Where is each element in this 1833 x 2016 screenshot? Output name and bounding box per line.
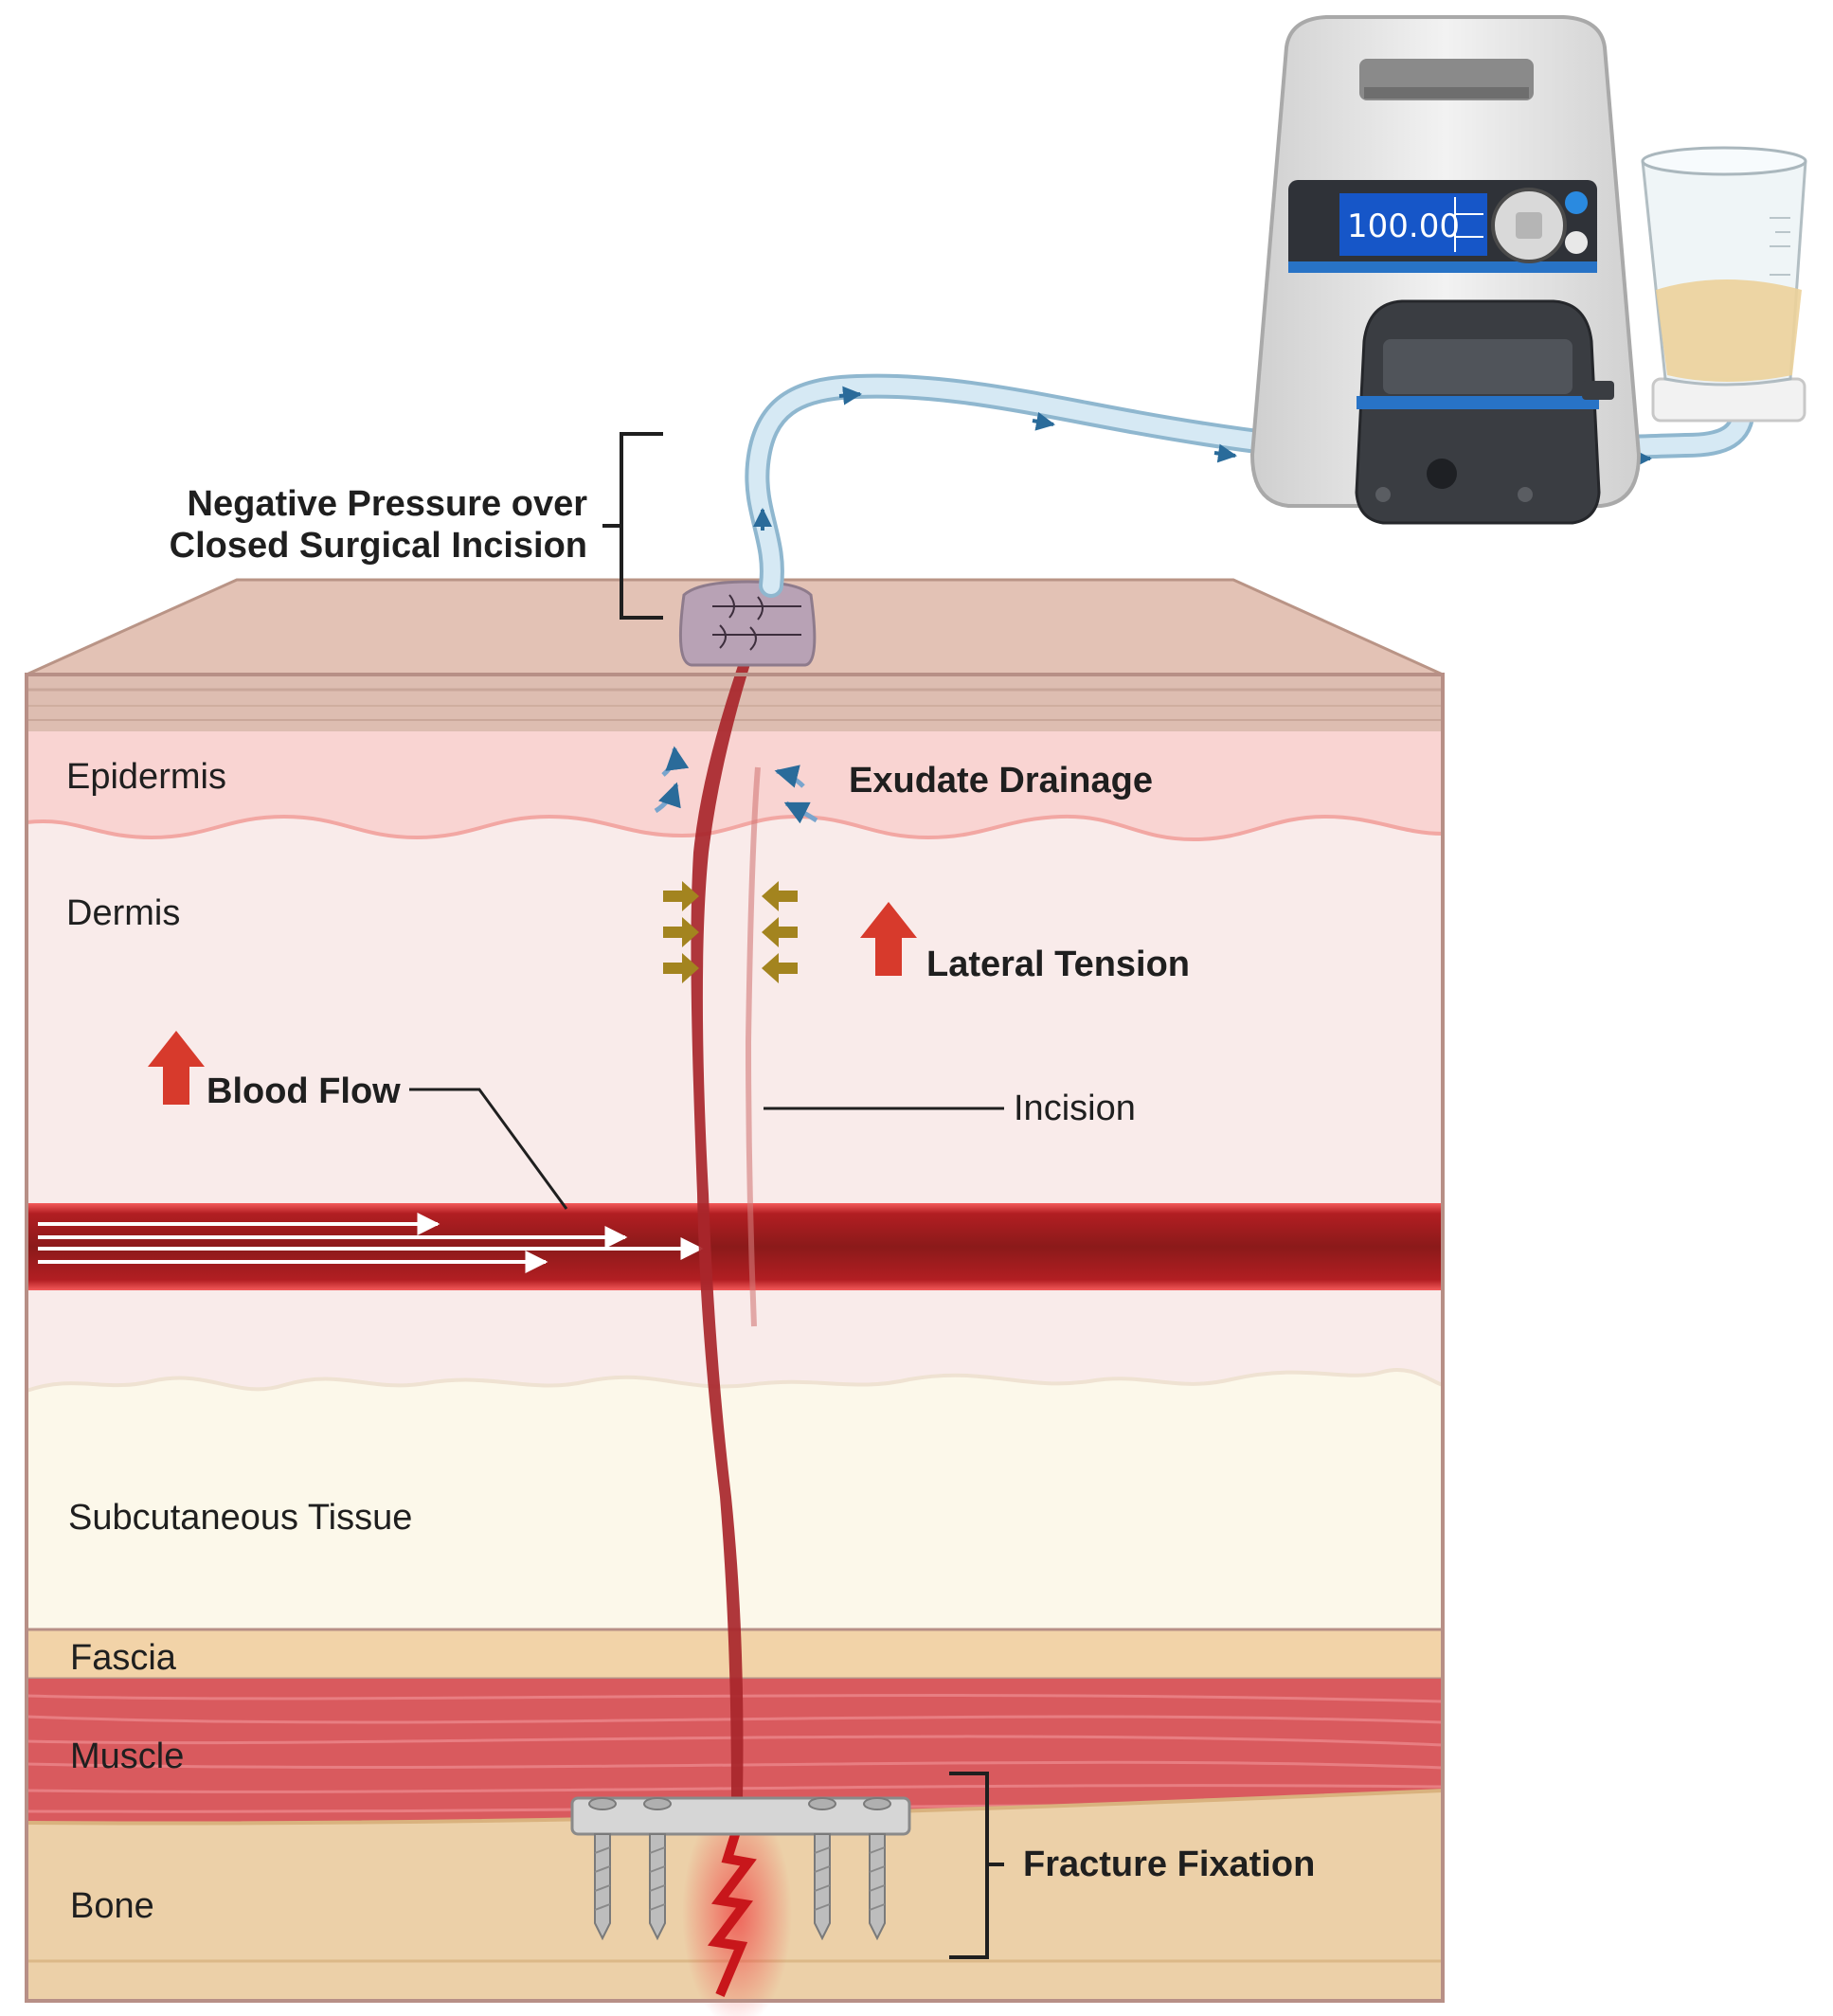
peristaltic-pump: 100.00 (1249, 15, 1642, 525)
collection-beaker (1641, 146, 1807, 423)
fixation-screws (594, 1833, 886, 1941)
npwt-label: Negative Pressure over (188, 484, 588, 524)
epidermis-layer (27, 731, 1443, 839)
tension-arrows (663, 881, 798, 983)
blood-flow-label: Blood Flow (207, 1071, 401, 1111)
blood-flow-streaks (38, 1213, 704, 1273)
blood-flow-leader (409, 1088, 568, 1210)
fracture-line (707, 1827, 757, 1997)
pump-display-value: 100.00 (1347, 207, 1460, 245)
subcutaneous-layer (27, 1369, 1443, 1629)
fast-forward-icon[interactable] (1565, 231, 1588, 254)
fracture-fixation-label: Fracture Fixation (1023, 1845, 1315, 1884)
npwt-label-line2: Closed Surgical Incision (170, 526, 587, 566)
lateral-tension-up-arrow-icon (860, 902, 917, 976)
incision (691, 585, 777, 1800)
fixation-plate (570, 1796, 911, 1836)
layer-label-epidermis: Epidermis (66, 757, 226, 797)
layer-label-dermis: Dermis (66, 893, 180, 933)
fracture-bracket (949, 1772, 1004, 1959)
block-outline (25, 673, 1445, 2003)
layer-label-bone: Bone (70, 1886, 154, 1926)
layer-label-fascia: Fascia (70, 1638, 177, 1678)
exudate-drainage-label: Exudate Drainage (849, 761, 1153, 801)
play-pause-icon[interactable] (1565, 191, 1588, 214)
incision-label: Incision (1014, 1089, 1136, 1128)
blood-flow-up-arrow-icon (148, 1031, 205, 1105)
layer-label-muscle: Muscle (70, 1737, 184, 1776)
pump-lcd (1339, 193, 1487, 256)
dressing (678, 580, 817, 667)
exudate-arrows (654, 746, 818, 824)
tissue-block (25, 578, 1445, 2016)
lateral-tension-label: Lateral Tension (926, 945, 1190, 984)
npwt-bracket (602, 432, 663, 620)
layer-label-subcutaneous: Subcutaneous Tissue (68, 1498, 412, 1538)
npwt-label-line1: Negative Pressure over (188, 484, 588, 524)
npwt-label-line2-text: Closed Surgical Incision (170, 526, 587, 566)
